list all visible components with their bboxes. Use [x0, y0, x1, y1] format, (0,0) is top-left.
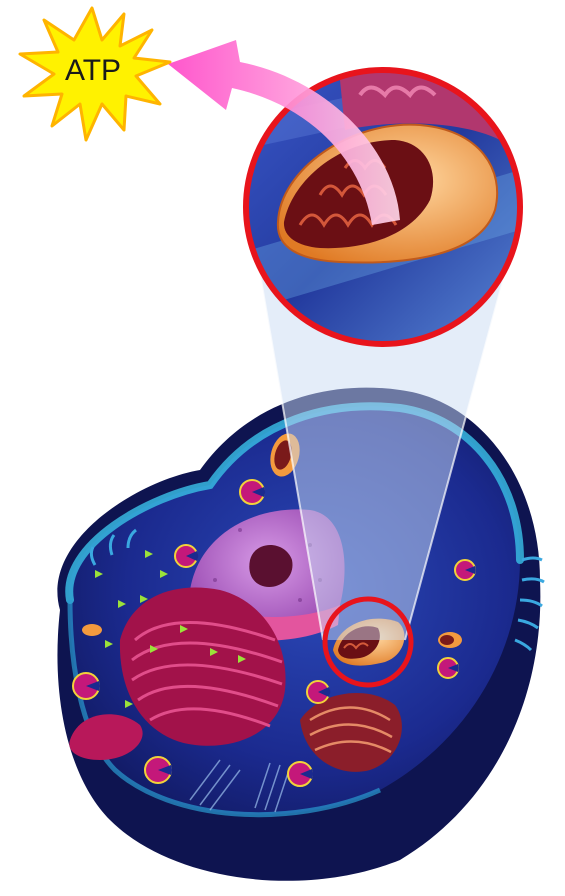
vesicle — [175, 545, 198, 567]
vesicle — [145, 757, 172, 783]
atp-label: ATP — [65, 54, 121, 87]
vesicle — [73, 673, 100, 699]
mitochondrion-small — [82, 624, 102, 636]
vesicle — [240, 480, 265, 504]
vesicle — [438, 658, 459, 678]
vesicle — [455, 560, 476, 580]
atp-burst: ATP — [20, 8, 170, 140]
vesicle — [288, 762, 313, 786]
vesicle — [307, 681, 330, 703]
mitochondrion-small — [438, 632, 462, 648]
